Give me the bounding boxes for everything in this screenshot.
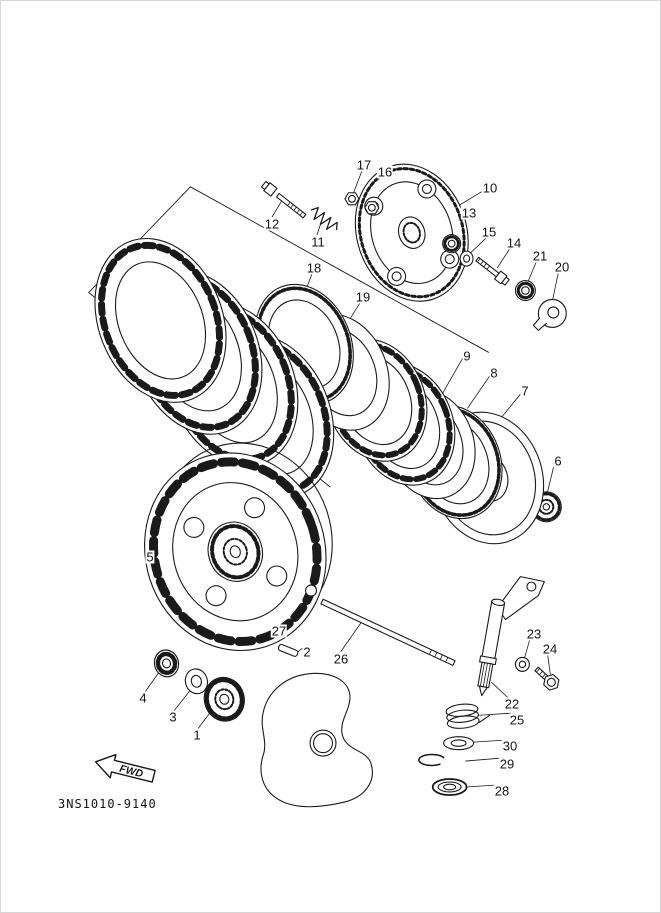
part-10-pressure-plate-drawing bbox=[354, 163, 469, 302]
callout-part-12: 12 bbox=[263, 216, 281, 232]
callout-part-18: 18 bbox=[305, 260, 323, 276]
callout-part-9: 9 bbox=[462, 348, 472, 364]
callout-part-22: 22 bbox=[503, 696, 521, 712]
callout-part-5: 5 bbox=[145, 549, 155, 565]
gasket-outline-drawing bbox=[260, 672, 373, 808]
callout-part-30: 30 bbox=[501, 738, 519, 754]
callout-part-8: 8 bbox=[489, 365, 499, 381]
callout-part-4: 4 bbox=[138, 690, 148, 706]
callout-part-7: 7 bbox=[520, 383, 530, 399]
callout-part-21: 21 bbox=[531, 248, 549, 264]
part-14-bolt-drawing bbox=[475, 256, 510, 286]
part-13-nut-drawing bbox=[442, 234, 462, 254]
part-22-push-lever-drawing bbox=[477, 576, 545, 697]
fwd-arrow: FWD bbox=[94, 753, 156, 783]
part-30-washer-drawing bbox=[443, 736, 475, 751]
callout-part-24: 24 bbox=[541, 641, 559, 657]
part-24-bolt-drawing bbox=[534, 666, 560, 691]
part-21-spacer-drawing bbox=[514, 279, 536, 302]
part-28-oil-seal-drawing bbox=[431, 778, 468, 796]
callout-part-16: 16 bbox=[376, 164, 394, 180]
callout-part-20: 20 bbox=[553, 259, 571, 275]
part-29-circlip-drawing bbox=[418, 753, 445, 767]
callout-part-3: 3 bbox=[168, 709, 178, 725]
callout-part-15: 15 bbox=[480, 224, 498, 240]
part-17-nut-drawing bbox=[344, 192, 360, 206]
callout-part-29: 29 bbox=[498, 756, 516, 772]
callout-part-28: 28 bbox=[493, 783, 511, 799]
part-26-push-rod-drawing bbox=[320, 598, 456, 666]
part-15-washer-drawing bbox=[459, 250, 474, 267]
part-20-retainer-drawing bbox=[532, 298, 567, 331]
callout-part-10: 10 bbox=[481, 180, 499, 196]
callout-part-1: 1 bbox=[192, 727, 202, 743]
callout-part-26: 26 bbox=[332, 651, 350, 667]
part-4-washer-drawing bbox=[153, 649, 180, 678]
part-11-spring-drawing bbox=[310, 206, 338, 231]
part-5-clutch-housing-drawing bbox=[144, 442, 333, 652]
friction-plate-drawing bbox=[94, 237, 227, 403]
part-12-bolt-drawing bbox=[260, 180, 307, 219]
part-2-key-drawing bbox=[277, 643, 299, 657]
part-27-ball-drawing bbox=[305, 584, 318, 597]
diagram-code: 3NS1010-9140 bbox=[58, 797, 157, 811]
callout-part-25: 25 bbox=[508, 712, 526, 728]
callout-part-23: 23 bbox=[525, 626, 543, 642]
callout-part-2: 2 bbox=[302, 644, 312, 660]
part-23-washer-drawing bbox=[514, 656, 530, 672]
callout-part-11: 11 bbox=[310, 234, 326, 250]
callout-part-6: 6 bbox=[553, 453, 563, 469]
callout-part-13: 13 bbox=[460, 205, 478, 221]
part-16-nut-drawing bbox=[364, 201, 380, 215]
part-25-spring-drawing bbox=[445, 703, 491, 729]
callout-part-27: 27 bbox=[270, 623, 288, 639]
callout-part-19: 19 bbox=[354, 289, 372, 305]
callout-part-14: 14 bbox=[505, 235, 523, 251]
part-1-gear-drawing bbox=[203, 676, 245, 722]
part-3-washer-drawing bbox=[184, 668, 209, 695]
callout-part-17: 17 bbox=[355, 157, 373, 173]
